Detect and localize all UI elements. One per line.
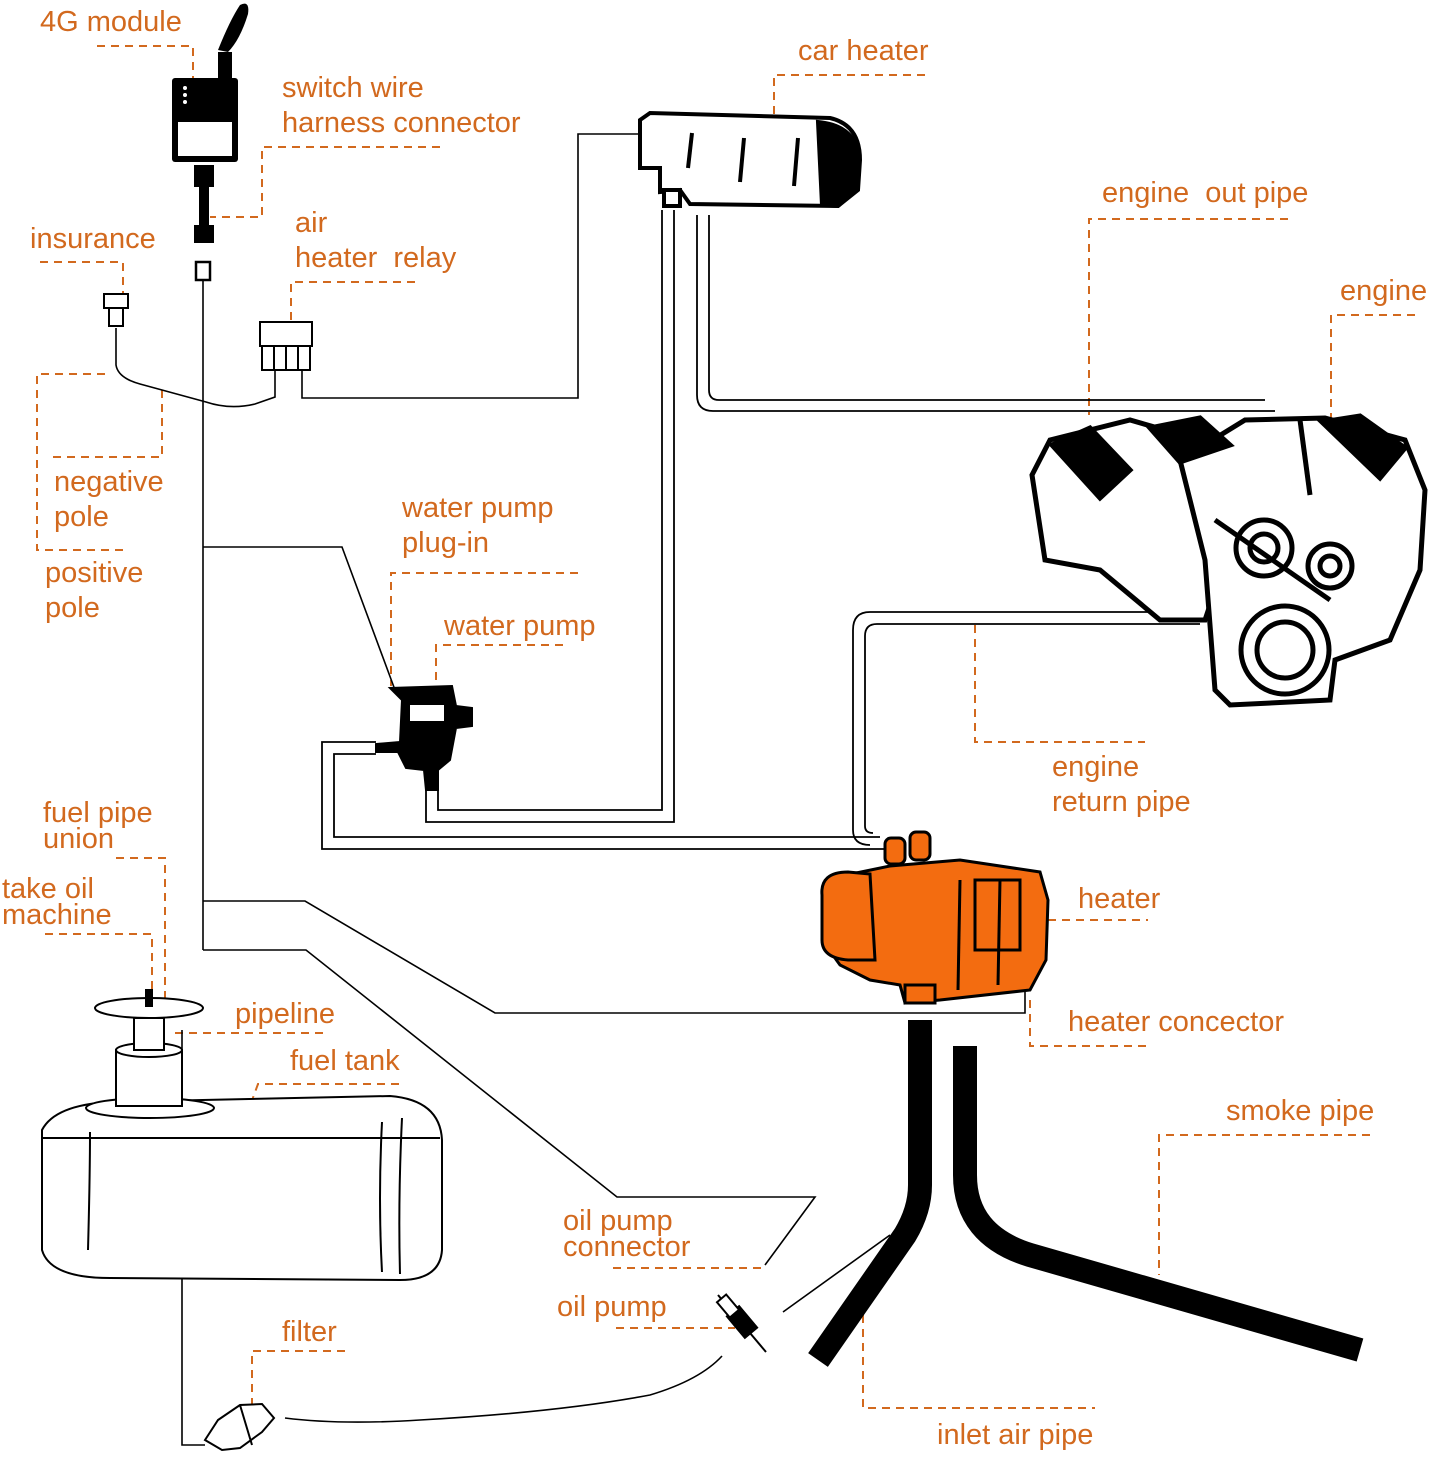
label-air-heater-relay-1: air [295, 207, 328, 239]
label-filter: filter [282, 1316, 337, 1348]
insurance-fuse-icon [103, 293, 129, 327]
leader-insurance [40, 261, 124, 296]
leader-switch-wire [210, 146, 440, 218]
label-water-pump-plugin-2: plug-in [402, 527, 490, 559]
leader-take-oil [45, 933, 153, 992]
fuel-tank-icon [41, 989, 443, 1282]
heater-pump-pipe-inner [437, 210, 663, 811]
water-pipes [321, 210, 1275, 850]
label-heater: heater [1078, 883, 1161, 915]
oil-pump-wire-b [782, 1234, 891, 1313]
label-car-heater: car heater [798, 35, 929, 67]
relay-to-car-heater-wire [301, 133, 642, 399]
pump-heater-pipe-outer [321, 741, 885, 850]
label-engine-out-pipe: engine out pipe [1102, 177, 1309, 209]
label-water-pump: water pump [444, 610, 596, 642]
label-4g-module: 4G module [40, 6, 182, 38]
label-negative-pole-2: pole [54, 501, 109, 533]
car-heater-icon [638, 110, 863, 209]
label-switch-wire-1: switch wire [282, 72, 424, 104]
leader-engine-return [974, 625, 1145, 743]
heater-wire [203, 900, 1026, 1014]
label-air-heater-relay-2: heater relay [295, 242, 457, 274]
leader-lines [36, 45, 1415, 1409]
label-positive-pole-1: positive [45, 557, 144, 589]
label-pipeline: pipeline [235, 998, 335, 1030]
4g-module-icon [172, 3, 249, 282]
label-water-pump-plugin-1: water pump [402, 492, 554, 524]
leader-fuel-union [116, 857, 166, 1015]
label-oil-pump-connector-2: connector [563, 1231, 691, 1263]
leader-4g-module [97, 45, 194, 80]
return-pipe-outer [852, 611, 1200, 846]
label-engine: engine [1340, 275, 1428, 307]
label-fuel-tank: fuel tank [290, 1045, 400, 1077]
leader-fuel-tank [245, 1083, 399, 1118]
leader-positive [36, 373, 127, 551]
label-inlet-air-pipe: inlet air pipe [937, 1419, 1094, 1451]
label-fuel-pipe-union-2: union [43, 823, 114, 855]
label-negative-pole-1: negative [54, 466, 164, 498]
filter-icon [203, 1402, 276, 1452]
exhaust-pipes [808, 1020, 1364, 1367]
label-oil-pump: oil pump [557, 1291, 667, 1323]
leader-negative [50, 390, 163, 458]
heater-icon [820, 830, 1050, 1005]
leader-air-relay [290, 281, 415, 322]
label-oil-pump-connector-1: oil pump [563, 1205, 673, 1237]
inlet-air-pipe [808, 1020, 932, 1367]
pump-heater-pipe-inner [333, 753, 880, 838]
engine-out-pipe-inner [708, 215, 1265, 401]
leader-smoke-pipe [1158, 1134, 1370, 1275]
leader-filter [251, 1350, 345, 1408]
label-smoke-pipe: smoke pipe [1226, 1095, 1375, 1127]
wires [115, 133, 1026, 1446]
label-fuel-pipe-union-1: fuel pipe [43, 797, 153, 829]
smoke-pipe [953, 1046, 1364, 1362]
leader-inlet-air [862, 1315, 1095, 1409]
label-positive-pole-2: pole [45, 592, 100, 624]
leader-pump-plugin [390, 572, 578, 686]
leader-heater-connector [1029, 1000, 1146, 1047]
label-engine-return-pipe-1: engine [1052, 751, 1140, 783]
label-take-oil-machine-1: take oil [2, 873, 94, 905]
label-take-oil-machine-2: machine [2, 899, 112, 931]
label-engine-return-pipe-2: return pipe [1052, 786, 1191, 818]
engine-icon [1029, 413, 1428, 708]
leader-engine-out [1088, 218, 1288, 415]
leader-water-pump [435, 644, 563, 690]
water-pump-wire [203, 546, 396, 691]
return-pipe-inner [864, 623, 1200, 834]
oil-pump-wire [203, 949, 817, 1266]
air-heater-relay-icon [259, 321, 313, 371]
label-insurance: insurance [30, 223, 156, 255]
water-pump-icon [375, 684, 473, 791]
label-heater-connector: heater concector [1068, 1006, 1285, 1038]
leader-car-heater [773, 74, 925, 130]
label-switch-wire-2: harness connector [282, 107, 521, 139]
leader-engine [1330, 314, 1415, 418]
oil-pump-icon [715, 1293, 767, 1353]
heater-pump-pipe-outer [425, 210, 675, 823]
insurance-wire [115, 328, 276, 408]
engine-out-pipe-outer [696, 215, 1275, 412]
fuel-line-filter-pump [284, 1355, 723, 1423]
